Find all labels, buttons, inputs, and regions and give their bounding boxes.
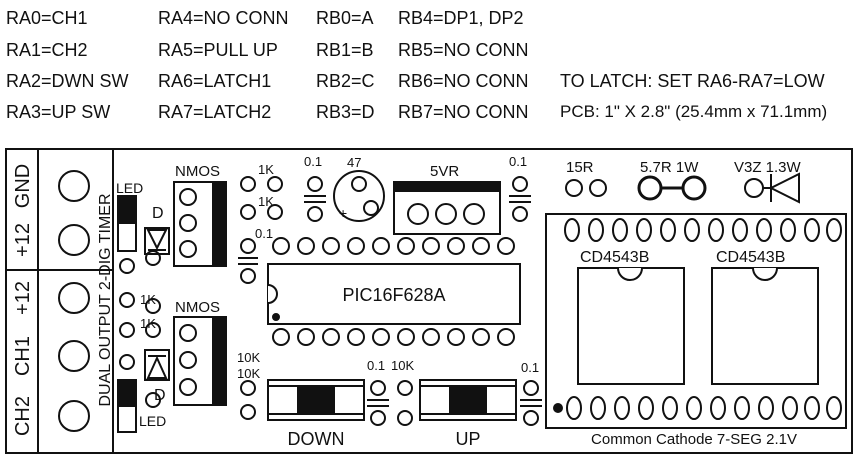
label-15r: 15R: [566, 159, 594, 176]
label-cap-top: 0.1: [304, 154, 322, 169]
terminal-ch1: [58, 340, 90, 372]
pin-rb2: RB2=C: [316, 71, 375, 91]
led-top-label: LED: [116, 180, 143, 196]
cap-0.1-right: [509, 176, 531, 222]
label-decoder-1: CD4543B: [580, 249, 649, 266]
pcb-size-note: PCB: 1" X 2.8" (25.4mm x 71.1mm): [560, 102, 828, 121]
label-r1k-b: 1K: [140, 316, 156, 331]
pin-ra6: RA6=LATCH1: [158, 71, 272, 91]
electrolytic-cap-47: [333, 170, 385, 222]
pin-ra5: RA5=PULL UP: [158, 40, 278, 60]
label-12a: +12: [12, 223, 34, 257]
up-button: [419, 379, 517, 421]
zener-diode: [744, 172, 800, 204]
label-gnd: GND: [12, 164, 34, 208]
resistor-pads-left: [119, 250, 161, 408]
pin-ra2: RA2=DWN SW: [6, 71, 129, 91]
decoder-chip-2: [711, 267, 819, 385]
nmos-top: [173, 181, 227, 267]
pin-rb6: RB6=NO CONN: [398, 71, 529, 91]
resistor-10k-mid: [397, 380, 413, 426]
label-ch2: CH2: [12, 396, 34, 436]
label-ch1: CH1: [12, 336, 34, 376]
seven-seg-module: [545, 213, 847, 429]
pin-assignment-legend: RA0=CH1 RA1=CH2 RA2=DWN SW RA3=UP SW RA4…: [0, 0, 866, 140]
pin-rb7: RB7=NO CONN: [398, 102, 529, 122]
label-display: Common Cathode 7-SEG 2.1V: [591, 431, 797, 448]
label-5vr: 5VR: [430, 163, 459, 180]
diode-top: [144, 227, 170, 255]
pin-ra7: RA7=LATCH2: [158, 102, 272, 122]
mcu-bottom-pads: [272, 328, 515, 346]
label-r10k-b: 10K: [237, 366, 260, 381]
terminal-gnd: [58, 170, 90, 202]
label-cap-bottom: 0.1: [367, 358, 385, 373]
led-bottom: [117, 354, 137, 433]
diode-top-label: D: [152, 205, 164, 222]
terminal-ch2: [58, 400, 90, 432]
label-r10k-c: 10K: [391, 358, 414, 373]
terminal-block: [6, 149, 114, 453]
label-5.7r: 5.7R 1W: [640, 159, 699, 176]
pin-rb5: RB5=NO CONN: [398, 40, 529, 60]
pin-ra1: RA1=CH2: [6, 40, 88, 60]
diode-bottom-label: D: [154, 387, 166, 404]
board-title: DUAL OUTPUT 2-DIG TIMER: [97, 193, 114, 406]
label-cap-47: 47: [347, 155, 361, 170]
voltage-regulator: [393, 181, 501, 235]
resistor-15r: [565, 179, 607, 197]
label-12b: +12: [12, 281, 34, 315]
pin-rb0: RB0=A: [316, 8, 374, 28]
nmos-top-label: NMOS: [175, 163, 220, 180]
label-r1k-a: 1K: [140, 292, 156, 307]
board-outline: [5, 148, 853, 454]
pin-ra0: RA0=CH1: [6, 8, 88, 28]
label-zener: V3Z 1.3W: [734, 159, 802, 176]
terminal-12a: [58, 224, 90, 256]
label-r10k-a: 10K: [237, 350, 260, 365]
pin-ra4: RA4=NO CONN: [158, 8, 289, 28]
led-bottom-label: LED: [139, 413, 166, 429]
pin-rb4: RB4=DP1, DP2: [398, 8, 524, 28]
cap-0.1-bottom: [367, 380, 389, 426]
pin-ra3: RA3=UP SW: [6, 102, 111, 122]
mcu-top-pads: [272, 237, 515, 255]
pin-rb3: RB3=D: [316, 102, 375, 122]
label-cap-left: 0.1: [255, 226, 273, 241]
label-r1k-c: 1K: [258, 162, 274, 177]
pin-rb1: RB1=B: [316, 40, 374, 60]
label-cap-bottom-right: 0.1: [521, 360, 539, 375]
diode-bottom: [144, 349, 170, 381]
cap-0.1-bottom-right: [520, 380, 542, 426]
nmos-bottom-label: NMOS: [175, 299, 220, 316]
nmos-bottom: [173, 316, 227, 406]
terminal-12b: [58, 282, 90, 314]
label-cap-right: 0.1: [509, 154, 527, 169]
label-r1k-d: 1K: [258, 194, 274, 209]
resistor-pads-center: [238, 176, 283, 420]
label-decoder-2: CD4543B: [716, 249, 785, 266]
down-button: [267, 379, 365, 421]
decoder-chip-1: [577, 267, 685, 385]
label-up: UP: [455, 429, 480, 449]
latch-note: TO LATCH: SET RA6-RA7=LOW: [560, 71, 825, 91]
cap-0.1-top: [304, 176, 326, 222]
mcu-chip: [267, 263, 521, 325]
label-mcu: PIC16F628A: [342, 285, 445, 305]
label-down: DOWN: [288, 429, 345, 449]
led-top: [117, 195, 137, 274]
label-cap-polarity: +: [339, 205, 347, 221]
resistor-5.7r: [637, 175, 707, 201]
